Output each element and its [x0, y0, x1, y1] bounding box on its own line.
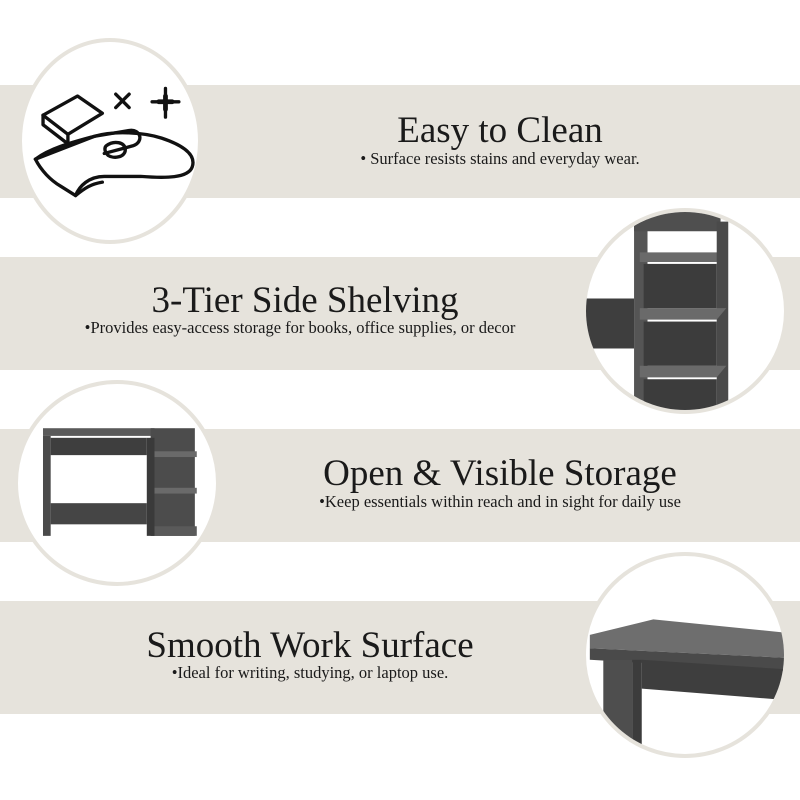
- feature-image-easy-to-clean: [18, 38, 202, 244]
- subtitle-text: Surface resists stains and everyday wear…: [370, 149, 640, 168]
- feature-title-easy-to-clean: Easy to Clean: [397, 110, 603, 151]
- feature-image-side-shelving: [582, 208, 788, 414]
- side-shelving-closeup: [586, 212, 729, 410]
- desktop-surface-closeup: [589, 619, 784, 754]
- feature-subtitle-side-shelving: •Provides easy-access storage for books,…: [20, 318, 580, 337]
- subtitle-text: Provides easy-access storage for books, …: [90, 318, 516, 337]
- bullet: •: [319, 492, 325, 511]
- desk-with-shelves: [42, 428, 197, 536]
- bullet: •: [84, 318, 91, 337]
- feature-title-work-surface: Smooth Work Surface: [146, 625, 474, 666]
- subtitle-text: Ideal for writing, studying, or laptop u…: [177, 663, 449, 682]
- feature-image-open-storage: [14, 380, 220, 586]
- feature-subtitle-easy-to-clean: • Surface resists stains and everyday we…: [250, 149, 750, 168]
- cleaning-hand-icon: [33, 86, 195, 198]
- feature-subtitle-open-storage: •Keep essentials within reach and in sig…: [250, 492, 750, 511]
- subtitle-text: Keep essentials within reach and in sigh…: [324, 492, 681, 511]
- feature-title-side-shelving: 3-Tier Side Shelving: [151, 280, 459, 321]
- bullet: •: [360, 149, 367, 168]
- bullet: •: [171, 663, 178, 682]
- feature-image-work-surface: [582, 552, 788, 758]
- feature-title-open-storage: Open & Visible Storage: [323, 453, 677, 494]
- feature-subtitle-work-surface: •Ideal for writing, studying, or laptop …: [110, 663, 510, 682]
